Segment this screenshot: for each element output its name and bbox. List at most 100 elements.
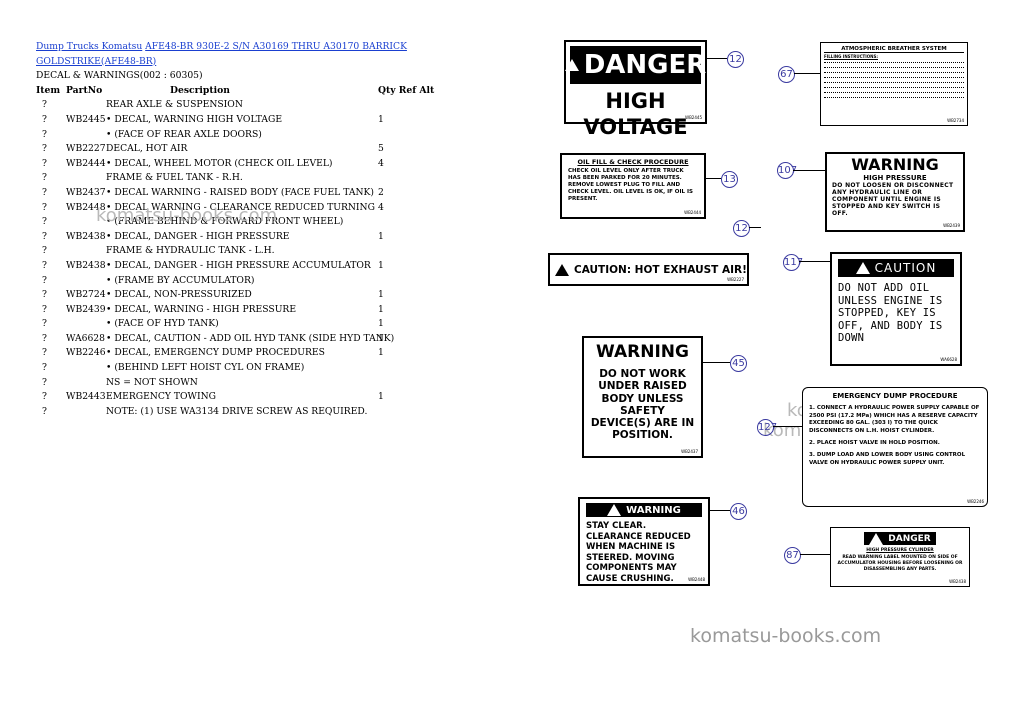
row-description: • DECAL, DANGER - HIGH PRESSURE ACCUMULA… bbox=[106, 259, 371, 271]
row-item: ? bbox=[42, 230, 47, 242]
leader-line bbox=[793, 170, 825, 171]
warning-triangle-icon bbox=[869, 532, 884, 545]
header-partno: PartNo bbox=[66, 84, 103, 96]
row-description: • (FRAME BEHIND & FORWARD FRONT WHEEL) bbox=[106, 216, 344, 228]
decal-code: WB2734 bbox=[947, 118, 964, 123]
row-item: ? bbox=[42, 362, 47, 374]
decal-danger-high-pressure-cylinder: DANGER HIGH PRESSURE CYLINDER READ WARNI… bbox=[830, 527, 970, 587]
decal-subtitle: HIGH PRESSURE bbox=[863, 174, 927, 182]
row-item: ? bbox=[42, 113, 47, 125]
watermark-left: komatsu-books.com bbox=[96, 205, 278, 226]
decal-emergency-dump-procedure: EMERGENCY DUMP PROCEDURE 1. CONNECT A HY… bbox=[802, 387, 988, 507]
row-item: ? bbox=[42, 391, 47, 403]
table-row: ?NOTE: (1) USE WA3134 DRIVE SCREW AS REQ… bbox=[36, 405, 556, 420]
decal-code: WB2437 bbox=[681, 449, 698, 454]
row-description: • DECAL, WARNING HIGH VOLTAGE bbox=[106, 113, 283, 125]
table-row: ?WB2437• DECAL WARNING - RAISED BODY (FA… bbox=[36, 186, 556, 201]
row-description: • DECAL, DANGER - HIGH PRESSURE bbox=[106, 230, 290, 242]
decal-bar-text: DANGER bbox=[888, 533, 931, 544]
callout-bubble: 46 bbox=[730, 503, 747, 520]
row-partno: WB2439 bbox=[66, 303, 106, 315]
row-item: ? bbox=[42, 259, 47, 271]
row-qty bbox=[378, 171, 392, 186]
row-qty bbox=[378, 274, 392, 289]
leader-line bbox=[799, 261, 830, 262]
table-row: ?• (FRAME BEHIND & FORWARD FRONT WHEEL) bbox=[36, 215, 556, 230]
row-description: • DECAL, WARNING - HIGH PRESSURE bbox=[106, 303, 297, 315]
leader-line bbox=[749, 227, 761, 228]
decal-breather-system: ATMOSPHERIC BREATHER SYSTEM FILLING INST… bbox=[820, 42, 968, 126]
row-partno bbox=[66, 274, 106, 289]
decal-code: WB2439 bbox=[943, 223, 960, 228]
decal-step-1: 1. CONNECT A HYDRAULIC POWER SUPPLY CAPA… bbox=[809, 405, 980, 434]
row-description: • DECAL WARNING - CLEARANCE REDUCED TURN… bbox=[106, 201, 375, 213]
table-row: ?• (BEHIND LEFT HOIST CYL ON FRAME) bbox=[36, 361, 556, 376]
parts-table-body: ? REAR AXLE & SUSPENSION ?WB2445• DECAL, W… bbox=[36, 98, 556, 419]
decal-code: WA6628 bbox=[940, 357, 957, 362]
row-item: ? bbox=[42, 143, 47, 155]
decal-text: HIGH VOLTAGE bbox=[583, 89, 688, 139]
row-partno: WB2448 bbox=[66, 201, 106, 213]
breadcrumb-link-dump-trucks[interactable]: Dump Trucks Komatsu bbox=[36, 41, 143, 52]
leader-line bbox=[707, 58, 727, 59]
row-partno bbox=[66, 128, 106, 143]
row-partno: WB2444 bbox=[66, 157, 106, 169]
decal-bar-text: DANGER bbox=[583, 50, 707, 80]
row-partno: WB2438 bbox=[66, 230, 106, 242]
callout-bubble: 45 bbox=[730, 355, 747, 372]
row-qty: 1 bbox=[378, 303, 384, 315]
table-row: ?FRAME & HYDRAULIC TANK - L.H. bbox=[36, 244, 556, 259]
table-row: ?• (FACE OF REAR AXLE DOORS) bbox=[36, 128, 556, 143]
row-description: NS = NOT SHOWN bbox=[106, 376, 198, 388]
breadcrumb-link-model[interactable]: AFE48-BR 930E-2 S/N A30169 THRU A30170 B… bbox=[145, 41, 407, 52]
row-partno: WB2437 bbox=[66, 186, 106, 198]
row-partno: WB2246 bbox=[66, 347, 106, 359]
leader-line bbox=[800, 554, 830, 555]
row-partno: WA6628 bbox=[66, 332, 106, 344]
row-item: ? bbox=[42, 347, 47, 359]
callout-bubble: 12 bbox=[727, 51, 744, 68]
row-description: REAR AXLE & SUSPENSION bbox=[106, 99, 243, 111]
decal-oil-fill-check: OIL FILL & CHECK PROCEDURE CHECK OIL LEV… bbox=[560, 153, 706, 219]
table-header: Item PartNo Description Qty Ref Alt bbox=[36, 84, 556, 99]
row-description: DECAL, HOT AIR bbox=[106, 143, 188, 155]
decal-caution-add-oil: CAUTION DO NOT ADD OIL UNLESS ENGINE IS … bbox=[830, 252, 962, 366]
row-item: ? bbox=[42, 172, 47, 184]
row-qty bbox=[378, 244, 392, 259]
header-qty-ref-alt: Qty Ref Alt bbox=[378, 84, 435, 96]
row-description: FRAME & FUEL TANK - R.H. bbox=[106, 172, 243, 184]
callout-bubble: 87 bbox=[784, 547, 801, 564]
decal-title: WARNING bbox=[596, 342, 689, 362]
row-item: ? bbox=[42, 303, 47, 315]
parts-list-panel: Dump Trucks Komatsu AFE48-BR 930E-2 S/N … bbox=[36, 40, 556, 419]
callout-bubble: 67 bbox=[778, 66, 795, 83]
row-description: EMERGENCY TOWING bbox=[106, 391, 216, 403]
decal-subtitle: HIGH PRESSURE CYLINDER bbox=[866, 548, 934, 553]
table-row: ? FRAME & FUEL TANK - R.H. bbox=[36, 171, 556, 186]
decal-caution-hot-exhaust: CAUTION: HOT EXHAUST AIR! WB2227 bbox=[548, 253, 749, 286]
table-row: ?WA6628• DECAL, CAUTION - ADD OIL HYD TA… bbox=[36, 332, 556, 347]
decal-code: WB2227 bbox=[727, 277, 744, 282]
warning-triangle-icon bbox=[855, 262, 870, 274]
leader-line bbox=[773, 426, 802, 427]
decal-subtitle: FILLING INSTRUCTIONS: bbox=[824, 54, 878, 59]
row-description: • DECAL, EMERGENCY DUMP PROCEDURES bbox=[106, 347, 325, 359]
breadcrumb-link-goldstrike[interactable]: GOLDSTRIKE(AFE48-BR) bbox=[36, 55, 157, 67]
decal-bar-text: WARNING bbox=[626, 504, 681, 516]
section-title: DECAL & WARNINGS(002 : 60305) bbox=[36, 70, 203, 82]
leader-line bbox=[794, 73, 820, 74]
row-item: ? bbox=[42, 332, 47, 344]
row-qty: 1 bbox=[378, 259, 384, 271]
header-item: Item bbox=[36, 84, 61, 96]
row-item: ? bbox=[42, 245, 47, 257]
decal-text: READ WARNING LABEL MOUNTED ON SIDE OF AC… bbox=[837, 555, 963, 572]
watermark-bottom: komatsu-books.com bbox=[690, 625, 882, 647]
row-qty: 1 bbox=[378, 391, 384, 403]
row-partno bbox=[66, 361, 106, 376]
decal-code: WB2448 bbox=[688, 577, 705, 582]
row-item: ? bbox=[42, 201, 47, 213]
table-row: ? WB2438• DECAL, DANGER - HIGH PRESSURE A… bbox=[36, 259, 556, 274]
row-partno: WB2438 bbox=[66, 259, 106, 271]
